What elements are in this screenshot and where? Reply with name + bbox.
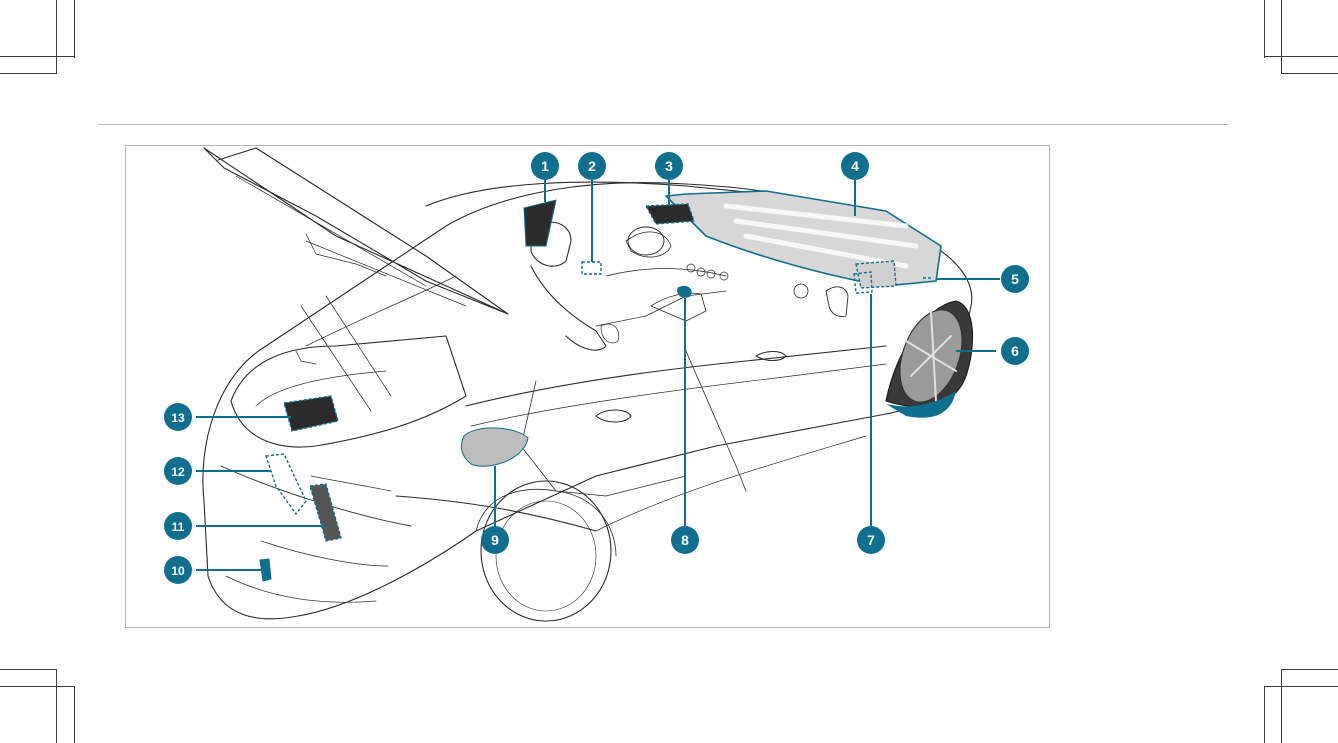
callout-9-label: 9: [491, 532, 499, 548]
callout-9: 9: [481, 526, 509, 554]
callout-7: 7: [857, 526, 885, 554]
highlight-trunk-component: [284, 396, 338, 431]
callout-13: 13: [164, 403, 192, 431]
callout-12-label: 12: [171, 465, 185, 479]
crop-mark-bottom-right-h: [1281, 669, 1338, 670]
highlight-knee-area: [582, 262, 601, 274]
highlight-center-console: [678, 286, 691, 297]
callout-1-label: 1: [541, 158, 549, 174]
crop-mark-bottom-right-h2: [1264, 686, 1338, 687]
callout-2: 2: [578, 152, 606, 180]
crop-mark-top-left-v: [56, 0, 57, 73]
callout-6: 6: [1001, 337, 1029, 365]
crop-mark-top-left-h2: [0, 73, 57, 74]
callout-11: 11: [164, 512, 192, 540]
callout-12: 12: [164, 457, 192, 485]
callout-13-label: 13: [171, 411, 185, 425]
callout-5-label: 5: [1011, 271, 1019, 287]
vehicle-overview-figure: 1 2 3 4 5 6 7 8 9 10 11 12 13: [125, 145, 1050, 628]
crop-mark-top-right-v: [1264, 0, 1265, 58]
crop-mark-bottom-left-v: [56, 669, 57, 743]
car-outline: [203, 148, 974, 621]
crop-mark-bottom-right-v: [1281, 669, 1282, 743]
callout-10-label: 10: [171, 564, 185, 578]
callout-1: 1: [531, 152, 559, 180]
crop-mark-bottom-left-h2: [0, 686, 74, 687]
callout-11-label: 11: [172, 520, 185, 534]
highlight-rear-lamp: [266, 454, 306, 514]
callout-3: 3: [655, 152, 683, 180]
callout-6-label: 6: [1011, 343, 1019, 359]
highlight-rear-sensor: [310, 484, 341, 541]
callout-4: 4: [841, 152, 869, 180]
crop-mark-top-right-h: [1264, 56, 1338, 57]
vehicle-illustration: 1 2 3 4 5 6 7 8 9 10 11 12 13: [126, 146, 1050, 628]
crop-mark-top-right-v2: [1281, 0, 1282, 73]
callout-8-label: 8: [681, 532, 689, 548]
crop-mark-top-right-h2: [1281, 73, 1338, 74]
callout-10: 10: [164, 556, 192, 584]
callout-4-label: 4: [851, 158, 859, 174]
highlight-windshield-sensor: [856, 261, 896, 288]
crop-mark-bottom-left-h: [0, 669, 57, 670]
callout-7-label: 7: [867, 532, 875, 548]
callout-3-label: 3: [665, 158, 673, 174]
callout-5: 5: [1001, 265, 1029, 293]
crop-mark-top-left-h: [0, 56, 74, 57]
highlight-seat-belt-area: [524, 200, 556, 246]
header-rule: [98, 124, 1229, 125]
crop-mark-bottom-right-v2: [1264, 686, 1265, 743]
callout-8: 8: [671, 526, 699, 554]
highlight-dashboard-area: [646, 204, 694, 224]
callout-2-label: 2: [588, 158, 596, 174]
highlight-fuel-flap: [461, 428, 528, 466]
crop-mark-bottom-left-v2: [74, 686, 75, 743]
crop-mark-top-left-v2: [74, 0, 75, 58]
